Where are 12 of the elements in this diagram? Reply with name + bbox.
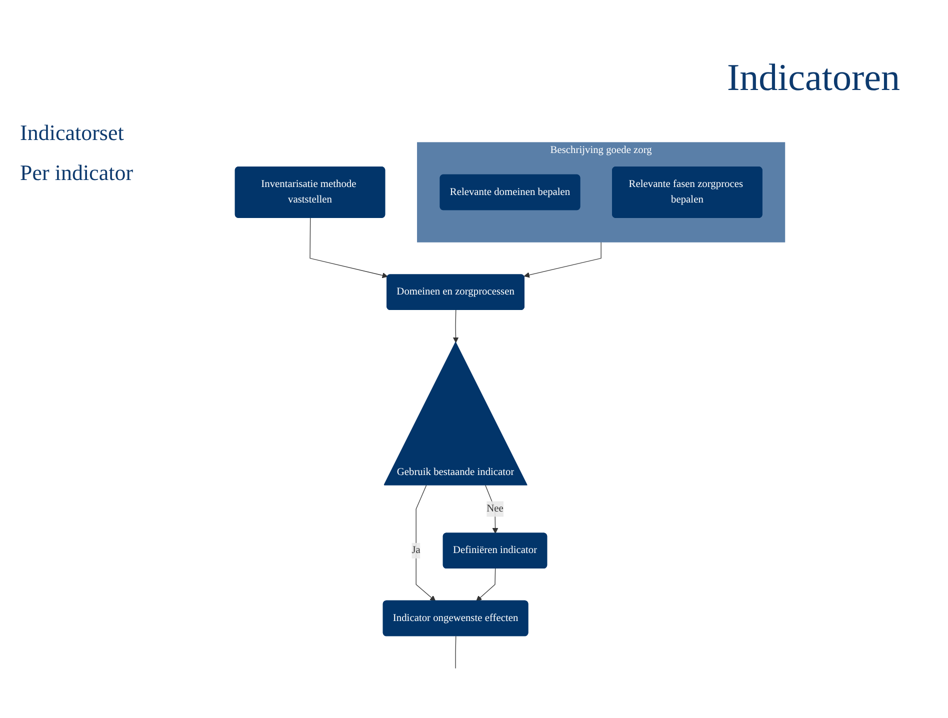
arrow <box>416 484 436 602</box>
section-label: Per indicator <box>20 160 134 186</box>
connector <box>455 636 456 669</box>
edge-label: Nee <box>486 503 504 514</box>
arrow <box>476 568 496 602</box>
arrow <box>524 242 602 278</box>
edge-label: Ja <box>412 544 420 556</box>
title: Indicatoren <box>726 56 900 100</box>
arrow <box>310 218 388 278</box>
section-label: Indicatorset <box>20 120 125 146</box>
arrow <box>485 484 498 534</box>
arrow <box>452 310 459 343</box>
